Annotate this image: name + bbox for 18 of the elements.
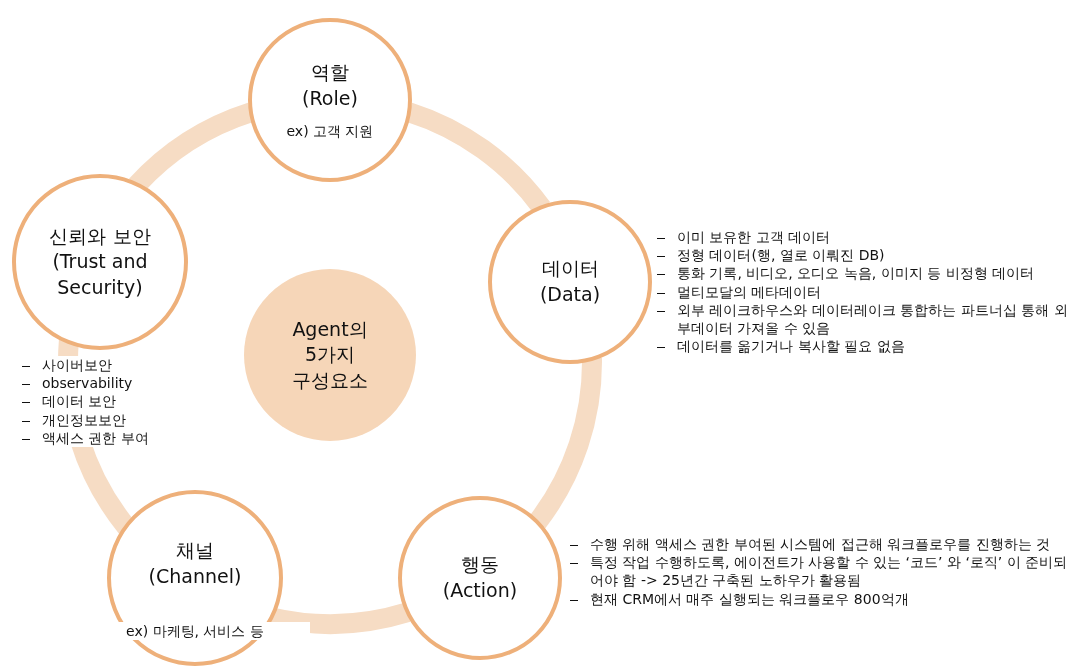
- circle-title: 신뢰와 보안 (Trust and Security): [48, 223, 152, 300]
- circle-title: 역할 (Role): [301, 60, 359, 111]
- circle-title: 행동 (Action): [441, 552, 519, 603]
- bullet-text: 액세스 권한 부여: [20, 428, 149, 447]
- bullet-text: 통화 기록, 비디오, 오디오 녹음, 이미지 등 비정형 데이터: [655, 264, 1034, 283]
- circle-title: 채널 (Channel): [147, 538, 243, 589]
- bullet-text: 사이버보안: [20, 356, 112, 375]
- ring-segment: [529, 357, 602, 528]
- bullet-text: 개인정보보안: [20, 410, 126, 429]
- bullet-text: observability: [20, 374, 133, 393]
- bullet-text: 데이터 보안: [20, 392, 117, 411]
- bullet-text: 정형 데이터(행, 열로 이뤄진 DB): [655, 246, 885, 265]
- circle-title: Agent의 5가지 구성요소: [291, 316, 369, 393]
- bullet-text: 이미 보유한 고객 데이터: [655, 228, 831, 247]
- example-text: ex) 고객 지원: [285, 121, 375, 140]
- bullet-text: 수행 위해 액세스 권한 부여된 시스템에 접근해 워크플로우를 진행하는 것: [568, 535, 1051, 554]
- bullet-text: 데이터를 옮기거나 복사할 필요 없음: [655, 337, 905, 356]
- circle-title: 데이터 (Data): [538, 256, 602, 307]
